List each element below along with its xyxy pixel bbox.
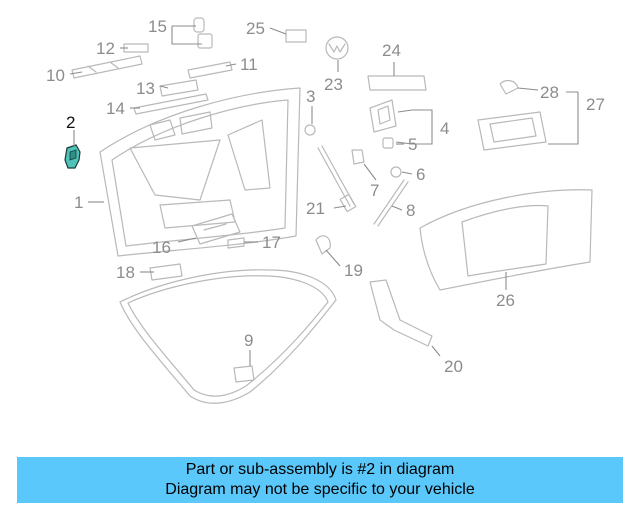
callout-21: 21: [306, 199, 325, 218]
callout-8: 8: [406, 201, 415, 220]
part-20-hinge-arm: [369, 279, 433, 347]
part-5-switch: [382, 137, 394, 149]
callout-27: 27: [586, 95, 605, 114]
part-16-latch-assembly: [191, 213, 241, 245]
callout-17: 17: [262, 233, 281, 252]
part-23-emblem: [325, 36, 349, 60]
part-14-trim: [133, 93, 209, 115]
callout-9: 9: [244, 331, 253, 350]
callout-4: 4: [440, 119, 449, 138]
callout-5: 5: [408, 135, 417, 154]
part-28-lens: [499, 79, 519, 95]
part-7-clip: [351, 149, 365, 165]
callout-16: 16: [152, 238, 171, 257]
part-6-grommet: [390, 166, 402, 178]
part-11-hinge: [187, 61, 233, 79]
callout-24: 24: [382, 41, 401, 60]
callout-12: 12: [96, 39, 115, 58]
callout-23: 23: [324, 75, 343, 94]
info-banner: Part or sub-assembly is #2 in diagram Di…: [17, 457, 623, 503]
part-4-lock-actuator: [369, 99, 397, 133]
callout-11: 11: [240, 55, 258, 74]
callout-19: 19: [344, 261, 363, 280]
leader-lines: [69, 25, 579, 366]
callout-6: 6: [416, 165, 425, 184]
part-18-release-handle: [149, 263, 183, 281]
part-3-bumper-stop: [304, 124, 316, 136]
banner-disclaimer-line: Diagram may not be specific to your vehi…: [165, 481, 475, 498]
part-2-bracket-highlighted: [64, 144, 81, 169]
callout-2: 2: [66, 113, 75, 132]
callout-7: 7: [370, 181, 379, 200]
callout-1: 1: [74, 193, 83, 212]
part-17-striker: [227, 237, 245, 249]
banner-part-line: Part or sub-assembly is #2 in diagram: [185, 461, 455, 478]
callout-labels: 1 2 3 4 5 6 7 8 9 10 11 12 13 14 15 16 1…: [46, 17, 605, 376]
part-12-bracket: [123, 43, 149, 53]
callout-18: 18: [116, 263, 135, 282]
callout-28: 28: [540, 83, 559, 102]
exploded-view-drawing: 1 2 3 4 5 6 7 8 9 10 11 12 13 14 15 16 1…: [46, 17, 605, 404]
callout-10: 10: [46, 66, 65, 85]
part-8-rod: [373, 179, 409, 227]
callout-20: 20: [444, 357, 463, 376]
part-10-hinge: [71, 55, 143, 79]
callout-15: 15: [148, 17, 167, 36]
callout-3: 3: [306, 87, 315, 106]
part-26-trunk-liner: [419, 189, 593, 291]
part-25-badge: [285, 29, 307, 43]
part-9-weatherstrip: [119, 269, 337, 404]
part-9-clip: [233, 365, 255, 383]
part-24-nameplate: [367, 75, 427, 91]
part-1-trunk-lid: [99, 87, 301, 257]
callout-25: 25: [246, 19, 265, 38]
part-21-strut: [317, 145, 357, 213]
part-27-trunk-lamp: [477, 111, 547, 151]
part-19-cable-guide: [315, 235, 331, 255]
part-15-lock-cylinder: [193, 17, 213, 49]
part-13-latch: [159, 79, 199, 97]
callout-14: 14: [106, 99, 125, 118]
callout-26: 26: [496, 291, 515, 310]
callout-13: 13: [136, 79, 155, 98]
